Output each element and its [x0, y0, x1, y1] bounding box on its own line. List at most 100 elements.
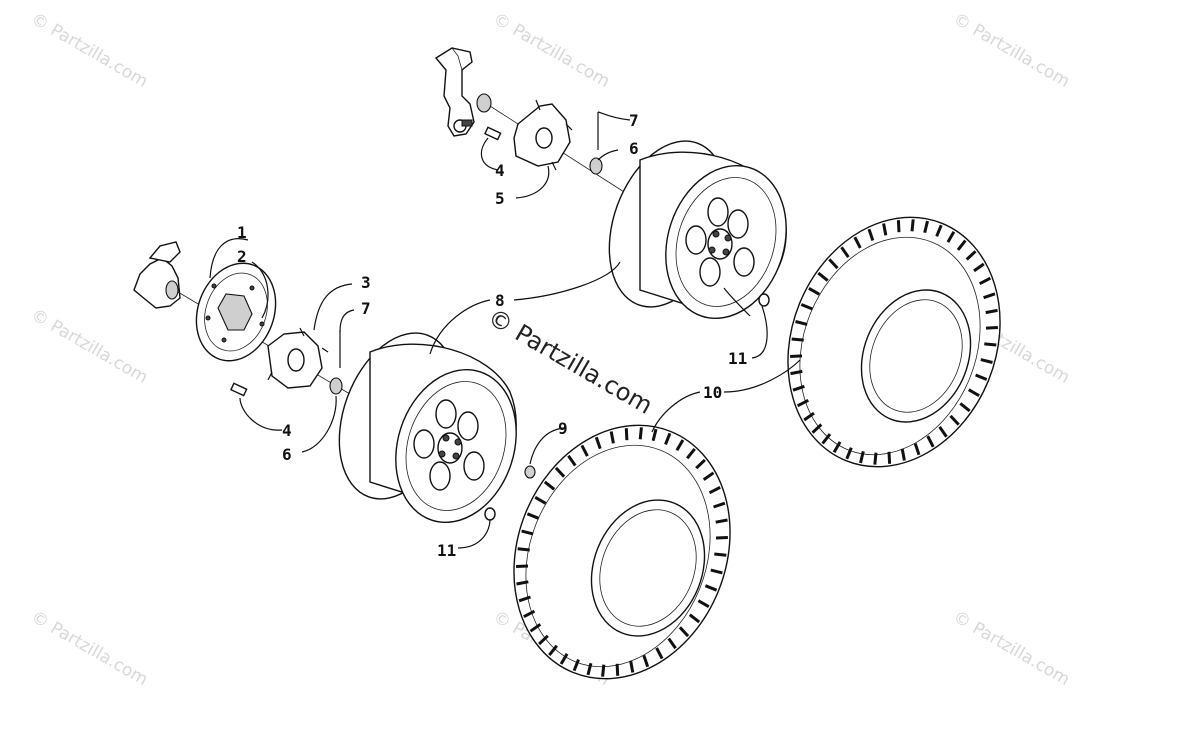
tread-lug	[828, 258, 839, 270]
bearing	[476, 93, 492, 113]
tread-lug	[887, 451, 892, 464]
hub-center	[535, 127, 553, 149]
rear-knuckle-assembly	[434, 47, 661, 216]
front-rim-hole	[429, 461, 451, 491]
tread-lug	[800, 303, 813, 311]
tread-lug	[664, 432, 672, 445]
tread-lug	[811, 423, 823, 434]
knuckle-arm	[434, 47, 475, 137]
rim-hole	[685, 225, 707, 255]
tread-lug	[959, 402, 971, 413]
tread-lug	[910, 219, 915, 232]
front-bolt	[230, 382, 248, 397]
rear-wheel-rim	[608, 140, 787, 320]
watermark-tile: © Partzilla.com	[490, 9, 614, 92]
callout-4: 4	[495, 161, 505, 180]
tread-lug	[601, 664, 606, 677]
tread-lug	[790, 354, 803, 358]
tread-lug	[518, 595, 531, 603]
tread-lug	[817, 271, 829, 282]
tread-lug	[517, 547, 530, 552]
tread-lug	[985, 308, 998, 315]
tread-lug	[534, 496, 547, 505]
tread-lug	[586, 662, 593, 676]
tread-lug	[572, 659, 580, 672]
callout-2: 2	[237, 247, 247, 266]
callout-5: 5	[495, 189, 505, 208]
tread-lug	[873, 452, 878, 465]
tread-lug	[845, 447, 853, 460]
front-tire-bead	[590, 499, 706, 637]
callout-1: 1	[237, 223, 247, 242]
front-rim-hole	[457, 411, 479, 441]
tread-lug	[688, 613, 701, 624]
disc-center	[217, 293, 253, 331]
tread-lug	[796, 398, 809, 408]
tread-lug	[529, 623, 542, 633]
front-hub-center	[287, 348, 305, 372]
tread-lug	[935, 224, 943, 237]
tread-lug	[521, 529, 534, 536]
front-tire	[513, 424, 731, 680]
watermark-tile: © Partzilla.com	[28, 607, 152, 690]
tread-lug	[702, 471, 715, 481]
tread-lug	[967, 388, 980, 397]
tread-lug	[695, 458, 706, 470]
tread-lug	[567, 454, 577, 467]
callout-6: 6	[282, 445, 292, 464]
tread-lug	[548, 644, 558, 657]
tread-lug	[629, 660, 635, 673]
tread-lug	[926, 435, 935, 448]
tread-lug	[965, 250, 977, 261]
tread-lug	[900, 448, 906, 461]
front-rim-hole	[435, 399, 457, 429]
callout-3: 3	[361, 273, 371, 292]
tread-lug	[946, 230, 956, 243]
watermark-tile: © Partzilla.com	[28, 305, 152, 388]
tread-lug	[642, 654, 650, 668]
rim-hole	[707, 197, 729, 227]
callout-7: 7	[361, 299, 371, 318]
tread-lug	[983, 292, 996, 300]
tread-lug	[675, 439, 685, 452]
tread-lug	[859, 450, 865, 464]
callout-9: 9	[558, 419, 568, 438]
tread-lug	[651, 428, 658, 442]
callout-11: 11	[437, 541, 456, 560]
tread-lug	[791, 337, 804, 342]
tread-lug	[896, 220, 901, 233]
tread-lug	[956, 239, 967, 251]
tread-lug	[559, 652, 569, 665]
front-rim-hole	[413, 429, 435, 459]
tread-lug	[638, 427, 643, 440]
tread-lug	[840, 246, 850, 258]
tread-lug	[516, 580, 529, 586]
watermark-tile: © Partzilla.com	[28, 9, 152, 92]
tread-lug	[867, 228, 875, 241]
tire-bead	[860, 289, 972, 423]
front-wheel-rim	[338, 332, 536, 524]
tread-lug	[708, 485, 721, 495]
tread-lug	[853, 236, 862, 249]
watermark-tile: © Partzilla.com	[950, 607, 1074, 690]
leader-lines	[209, 111, 801, 549]
tread-lug	[913, 443, 921, 456]
bolt	[484, 126, 502, 141]
front-nut	[329, 377, 343, 395]
tread-lug	[949, 414, 960, 426]
tread-lug	[715, 518, 728, 524]
lug-nut	[524, 465, 536, 479]
tread-lug	[715, 536, 728, 540]
tread-lug	[538, 634, 549, 646]
tread-lug	[790, 369, 803, 376]
axle-nut	[589, 157, 603, 175]
tread-lug	[655, 647, 664, 660]
tread-lug	[821, 433, 832, 445]
valve-stem	[758, 293, 770, 307]
callout-6: 6	[629, 139, 639, 158]
tread-lug	[792, 384, 805, 392]
tread-lug	[975, 373, 988, 381]
callout-labels: 1 2 3 7 4 6 7 6 4 5 8 9 10 11 11	[237, 111, 747, 560]
callout-8: 8	[495, 291, 505, 310]
